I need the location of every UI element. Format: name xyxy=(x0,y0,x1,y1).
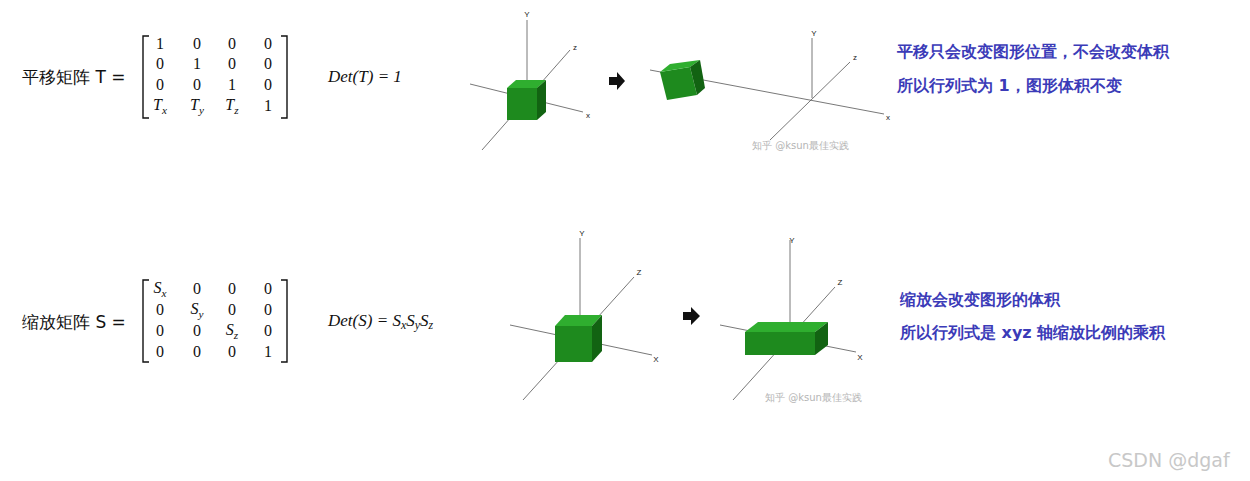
matrix-cell: 0 xyxy=(156,76,164,94)
axis-label: z xyxy=(573,43,577,52)
matrix-cell: 0 xyxy=(228,343,236,361)
matrix-cell: 0 xyxy=(264,322,272,340)
watermark: 知乎 @ksun最佳实践 xyxy=(765,391,862,405)
determinant: Det(T) = 1 xyxy=(328,67,402,87)
matrix-cell: 0 xyxy=(264,301,272,319)
matrix-brackets xyxy=(143,36,287,362)
matrix-cell: 1 xyxy=(264,343,272,361)
matrix-cell: 1 xyxy=(228,76,236,94)
transform-arrows xyxy=(609,72,700,325)
determinant: Det(S) = SxSySz xyxy=(328,311,433,334)
matrix-cell: 0 xyxy=(156,55,164,73)
note-text: 缩放会改变图形的体积 xyxy=(900,290,1060,311)
axes xyxy=(470,20,884,400)
matrix-cell: 0 xyxy=(193,322,201,340)
axis-label: Y xyxy=(579,229,584,238)
matrix-cell: 0 xyxy=(193,280,201,298)
axis-label: z xyxy=(853,53,857,62)
watermark: CSDN @dgaf xyxy=(1108,449,1230,471)
matrix-cell: 0 xyxy=(156,301,164,319)
matrix-cell: 0 xyxy=(264,35,272,53)
axis-label: Z xyxy=(838,278,843,287)
axis-label: x xyxy=(586,111,590,120)
note-text: 所以行列式为 1，图形体积不变 xyxy=(897,76,1122,97)
note-text: 所以行列式是 xyz 轴缩放比例的乘积 xyxy=(900,323,1165,344)
matrix-cell: Sz xyxy=(226,321,238,340)
watermark: 知乎 @ksun最佳实践 xyxy=(752,139,849,153)
matrix-cell: 0 xyxy=(193,343,201,361)
axis-label: Z xyxy=(637,268,642,277)
matrix-cell: 0 xyxy=(228,35,236,53)
matrix-name: 平移矩阵 T = xyxy=(22,66,125,89)
matrix-cell: 1 xyxy=(156,35,164,53)
matrix-cell: Tx xyxy=(153,96,167,115)
matrix-cell: 0 xyxy=(264,55,272,73)
matrix-cell: 0 xyxy=(193,35,201,53)
matrix-cell: Tz xyxy=(225,96,238,115)
matrix-cell: 1 xyxy=(264,97,272,115)
axis-label: Y xyxy=(789,236,794,245)
matrix-cell: Sx xyxy=(154,279,167,298)
matrix-cell: Ty xyxy=(190,96,204,115)
matrix-cell: 0 xyxy=(228,301,236,319)
matrix-cell: 0 xyxy=(264,76,272,94)
matrix-cell: 1 xyxy=(193,55,201,73)
matrix-cell: 0 xyxy=(228,55,236,73)
matrix-cell: Sy xyxy=(191,300,204,319)
matrix-name: 缩放矩阵 S = xyxy=(22,311,126,334)
matrix-cell: 0 xyxy=(264,280,272,298)
note-text: 平移只会改变图形位置，不会改变体积 xyxy=(897,42,1169,63)
axis-label: Y xyxy=(811,29,816,38)
matrix-cell: 0 xyxy=(156,343,164,361)
matrix-cell: 0 xyxy=(193,76,201,94)
axis-label: X xyxy=(653,355,658,364)
matrix-cell: 0 xyxy=(156,322,164,340)
axis-label: X xyxy=(857,353,862,362)
axis-label: Y xyxy=(524,10,529,19)
cubes xyxy=(507,60,828,362)
matrix-cell: 0 xyxy=(228,280,236,298)
axis-label: x xyxy=(886,113,890,122)
